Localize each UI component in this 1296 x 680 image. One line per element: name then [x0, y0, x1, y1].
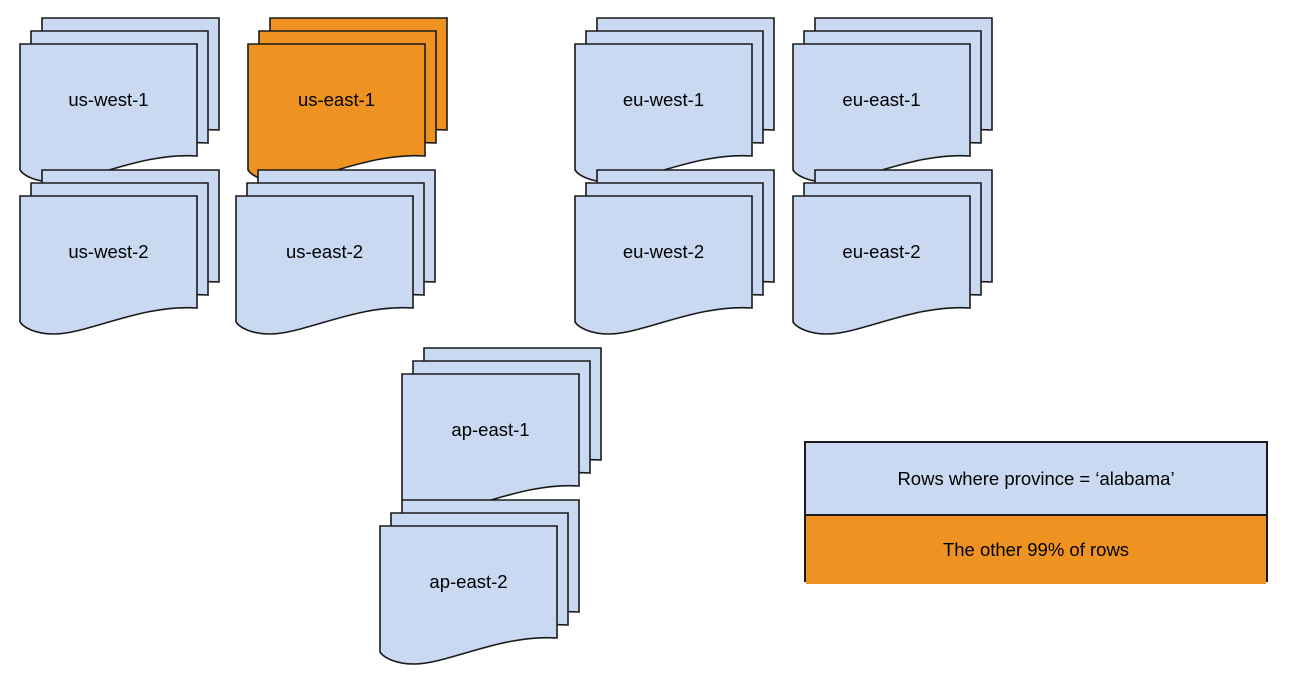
- legend: Rows where province = ‘alabama’ The other…: [804, 441, 1268, 584]
- data-stack-us-east-1[interactable]: us-east-1: [247, 17, 448, 183]
- legend-orange-label: The other 99% of rows: [942, 539, 1130, 560]
- stack-shape-us-east-1: [247, 17, 448, 183]
- stack-layer-front: [401, 373, 580, 513]
- stack-shape-us-east-2: [235, 169, 436, 335]
- stack-shape-eu-west-2: [574, 169, 775, 335]
- stack-layer-front: [19, 195, 198, 335]
- stack-layer-front: [19, 43, 198, 183]
- legend-orange: The other 99% of rows: [806, 514, 1266, 584]
- stack-shape-ap-east-2: [379, 499, 580, 665]
- stack-shape-ap-east-1: [401, 347, 602, 513]
- stack-shape-us-west-2: [19, 169, 220, 335]
- legend-blue-label: Rows where province = ‘alabama’: [897, 467, 1175, 489]
- stack-shape-eu-east-2: [792, 169, 993, 335]
- stack-layer-front: [235, 195, 414, 335]
- data-stack-eu-west-2[interactable]: eu-west-2: [574, 169, 775, 335]
- stack-layer-front: [247, 43, 426, 183]
- data-stack-us-east-2[interactable]: us-east-2: [235, 169, 436, 335]
- data-stack-eu-east-1[interactable]: eu-east-1: [792, 17, 993, 183]
- stack-shape-eu-west-1: [574, 17, 775, 183]
- stack-layer-front: [792, 43, 971, 183]
- data-stack-ap-east-2[interactable]: ap-east-2: [379, 499, 580, 665]
- data-stack-ap-east-1[interactable]: ap-east-1: [401, 347, 602, 513]
- stack-layer-front: [574, 43, 753, 183]
- stack-layer-front: [574, 195, 753, 335]
- stack-layer-front: [379, 525, 558, 665]
- data-stack-us-west-2[interactable]: us-west-2: [19, 169, 220, 335]
- legend-blue: Rows where province = ‘alabama’: [806, 443, 1266, 514]
- data-stack-eu-west-1[interactable]: eu-west-1: [574, 17, 775, 183]
- data-stack-us-west-1[interactable]: us-west-1: [19, 17, 220, 183]
- stack-shape-us-west-1: [19, 17, 220, 183]
- stack-layer-front: [792, 195, 971, 335]
- data-stack-eu-east-2[interactable]: eu-east-2: [792, 169, 993, 335]
- stack-shape-eu-east-1: [792, 17, 993, 183]
